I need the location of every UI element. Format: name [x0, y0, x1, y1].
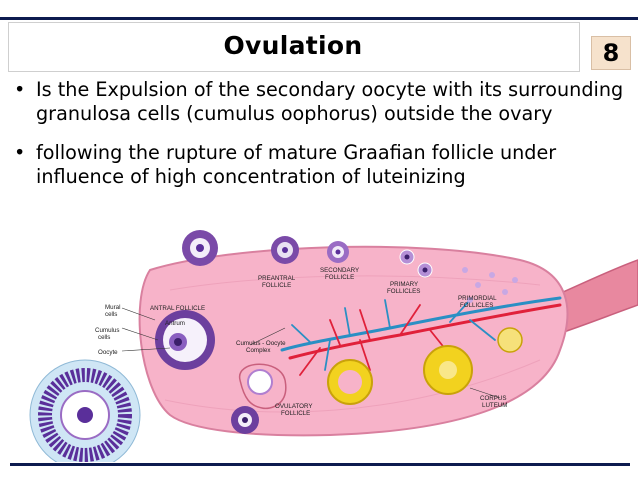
vein-branch [291, 299, 496, 371]
label-cumulus: cells [98, 334, 110, 341]
artery-branch [299, 304, 451, 376]
bullet-text: following the rupture of mature Graafian… [36, 141, 557, 188]
stroma-texture [169, 275, 541, 291]
bullet-dot-icon: • [14, 78, 26, 101]
bullet-item: • Is the Expulsion of the secondary oocy… [14, 78, 624, 126]
title-box [8, 22, 580, 72]
corpus-luteum [423, 345, 473, 395]
label-leaders [121, 307, 501, 399]
corpus-luteum-developing [327, 359, 373, 405]
label-primary: FOLLICLES [387, 288, 420, 295]
label-mural: cells [105, 311, 117, 318]
cumulus-oocyte-complex-magnified [29, 359, 141, 462]
label-preantral: PREANTRAL [258, 275, 296, 282]
label-secondary: FOLLICLE [325, 274, 354, 281]
label-coc: Cumulus - Oocyte [236, 340, 286, 347]
label-mural: Mural [105, 304, 120, 311]
antral-follicle [155, 310, 215, 370]
label-ovulatory: OVULATORY [275, 403, 312, 410]
label-corpus: CORPUS [480, 395, 506, 402]
stroma-texture [164, 359, 541, 413]
bottom-rule [10, 463, 630, 466]
corpus-luteum-regressing [497, 327, 523, 353]
slide-title: Ovulation [223, 31, 363, 60]
bullet-item: • following the rupture of mature Graafi… [14, 141, 624, 189]
label-secondary: SECONDARY [320, 267, 359, 274]
bullet-dot-icon: • [14, 141, 26, 164]
label-coc: Complex [246, 347, 271, 354]
label-primary: PRIMARY [390, 281, 418, 288]
slide-number-badge: 8 [591, 36, 631, 70]
label-corpus: LUTEUM [482, 402, 507, 409]
primordial-follicles [462, 267, 518, 303]
vein [280, 296, 562, 352]
label-antrum: Antrum [165, 320, 185, 327]
bullet-text: Is the Expulsion of the secondary oocyte… [36, 78, 624, 125]
label-cumulus: Cumulus [95, 327, 119, 334]
bullet-list: • Is the Expulsion of the secondary oocy… [14, 78, 624, 204]
label-oocyte: Oocyte [98, 349, 118, 356]
top-rule [0, 17, 638, 20]
label-preantral: FOLLICLE [262, 282, 291, 289]
primary-follicles [399, 249, 433, 278]
blood-vessels [280, 296, 562, 376]
ovary-diagram: PREANTRAL FOLLICLE SECONDARY FOLLICLE PR… [29, 230, 638, 462]
label-primordial: FOLLICLES [460, 302, 493, 309]
early-follicle [182, 230, 218, 266]
ovulatory-follicle [231, 363, 287, 434]
label-primordial: PRIMORDIAL [458, 295, 497, 302]
secondary-follicle [327, 241, 349, 263]
label-antral: ANTRAL FOLLICLE [150, 305, 205, 312]
label-ovulatory: FOLLICLE [281, 410, 310, 417]
preantral-follicle [271, 236, 299, 264]
